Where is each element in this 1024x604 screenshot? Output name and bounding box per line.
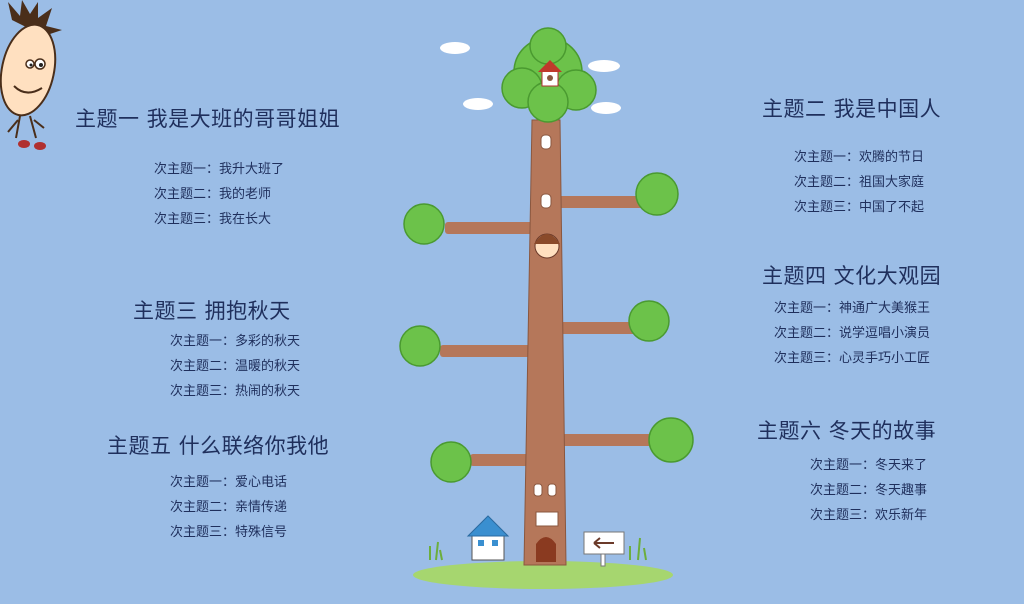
- subtheme-item: 次主题三：特殊信号: [170, 525, 288, 540]
- subtheme-item: 次主题一：爱心电话: [170, 475, 288, 490]
- subtheme-item: 次主题三：热闹的秋天: [170, 384, 301, 399]
- theme-title: 主题二 我是中国人: [762, 97, 942, 121]
- subtheme-item: 次主题三：我在长大: [154, 212, 272, 227]
- subtheme-item: 次主题二：冬天趣事: [810, 483, 928, 498]
- theme-5: 主题五 什么联络你我他 次主题一：爱心电话 次主题二：亲情传递 次主题三：特殊信…: [107, 430, 329, 545]
- subtheme-item: 次主题一：神通广大美猴王: [774, 301, 931, 316]
- subtheme-item: 次主题一：冬天来了: [810, 458, 928, 473]
- subtheme-item: 次主题二：祖国大家庭: [794, 175, 925, 190]
- theme-6: 主题六 冬天的故事 次主题一：冬天来了 次主题二：冬天趣事 次主题三：欢乐新年: [757, 415, 936, 528]
- subtheme-item: 次主题二：说学逗唱小演员: [774, 326, 931, 341]
- theme-title: 主题三 拥抱秋天: [133, 299, 291, 323]
- cartoon-boy-illustration: [0, 0, 62, 150]
- theme-title: 主题四 文化大观园: [762, 264, 942, 288]
- subtheme-item: 次主题一：欢腾的节日: [794, 150, 925, 165]
- theme-2: 主题二 我是中国人 次主题一：欢腾的节日 次主题二：祖国大家庭 次主题三：中国了…: [762, 93, 941, 220]
- theme-3: 主题三 拥抱秋天 次主题一：多彩的秋天 次主题二：温暖的秋天 次主题三：热闹的秋…: [133, 295, 300, 404]
- theme-title: 主题六 冬天的故事: [757, 419, 937, 443]
- theme-title: 主题五 什么联络你我他: [107, 434, 330, 458]
- subtheme-item: 次主题一：我升大班了: [154, 162, 285, 177]
- subtheme-item: 次主题二：温暖的秋天: [170, 359, 301, 374]
- subtheme-item: 次主题三：中国了不起: [794, 200, 925, 215]
- subtheme-item: 次主题三：心灵手巧小工匠: [774, 351, 931, 366]
- theme-1: 主题一 我是大班的哥哥姐姐 次主题一：我升大班了 次主题二：我的老师 次主题三：…: [75, 103, 340, 232]
- subtheme-item: 次主题一：多彩的秋天: [170, 334, 301, 349]
- theme-4: 主题四 文化大观园 次主题一：神通广大美猴王 次主题二：说学逗唱小演员 次主题三…: [762, 260, 941, 371]
- subtheme-item: 次主题二：亲情传递: [170, 500, 288, 515]
- subtheme-item: 次主题三：欢乐新年: [810, 508, 928, 523]
- theme-title: 主题一 我是大班的哥哥姐姐: [75, 107, 341, 131]
- subtheme-item: 次主题二：我的老师: [154, 187, 272, 202]
